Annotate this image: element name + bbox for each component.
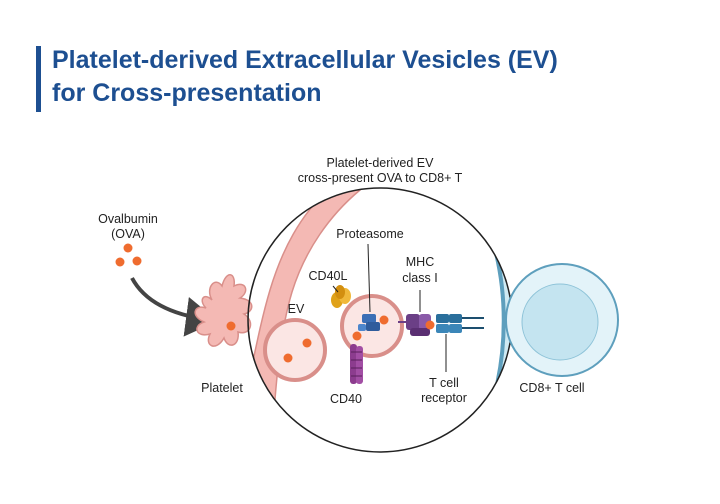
proteasome-label: Proteasome	[336, 227, 403, 241]
ev-vesicle	[263, 318, 327, 382]
cd40l-label: CD40L	[309, 269, 348, 283]
proteasome-icon	[358, 314, 380, 331]
page-title: Platelet-derived Extracellular Vesicles …	[52, 44, 558, 110]
ova-dot	[123, 243, 133, 253]
title-line-2: for Cross-presentation	[52, 79, 322, 107]
ova-label-line1: Ovalbumin	[98, 212, 158, 226]
cd8-t-cell-label: CD8+ T cell	[519, 381, 584, 395]
tcr-label-line2: receptor	[421, 391, 467, 405]
cd40-icon	[350, 344, 363, 384]
mhc-label-line1: MHC	[406, 255, 434, 269]
ova-dot	[352, 331, 362, 341]
ova-dot	[302, 338, 312, 348]
ev-label: EV	[288, 302, 305, 316]
ova-dot	[379, 315, 389, 325]
ova-dot	[283, 353, 293, 363]
cd8-t-cell-nucleus	[521, 283, 599, 361]
caption-line1: Platelet-derived EV	[326, 156, 434, 170]
ova-dot	[226, 321, 236, 331]
ova-label-line2: (OVA)	[111, 227, 145, 241]
cd40l-icon	[331, 285, 351, 308]
ova-dot	[132, 256, 142, 266]
title-line-1: Platelet-derived Extracellular Vesicles …	[52, 46, 558, 74]
tcr-label-line1: T cell	[429, 376, 459, 390]
mhc-label-line2: class I	[402, 271, 437, 285]
platelet-label: Platelet	[201, 381, 243, 395]
title-accent-bar	[36, 46, 41, 112]
peptide-dot	[425, 320, 435, 330]
platelet-cell	[194, 274, 253, 347]
tcr-icon	[436, 314, 484, 333]
ova-dot	[115, 257, 125, 267]
caption-line2: cross-present OVA to CD8+ T	[298, 171, 463, 185]
cd40-label: CD40	[330, 392, 362, 406]
